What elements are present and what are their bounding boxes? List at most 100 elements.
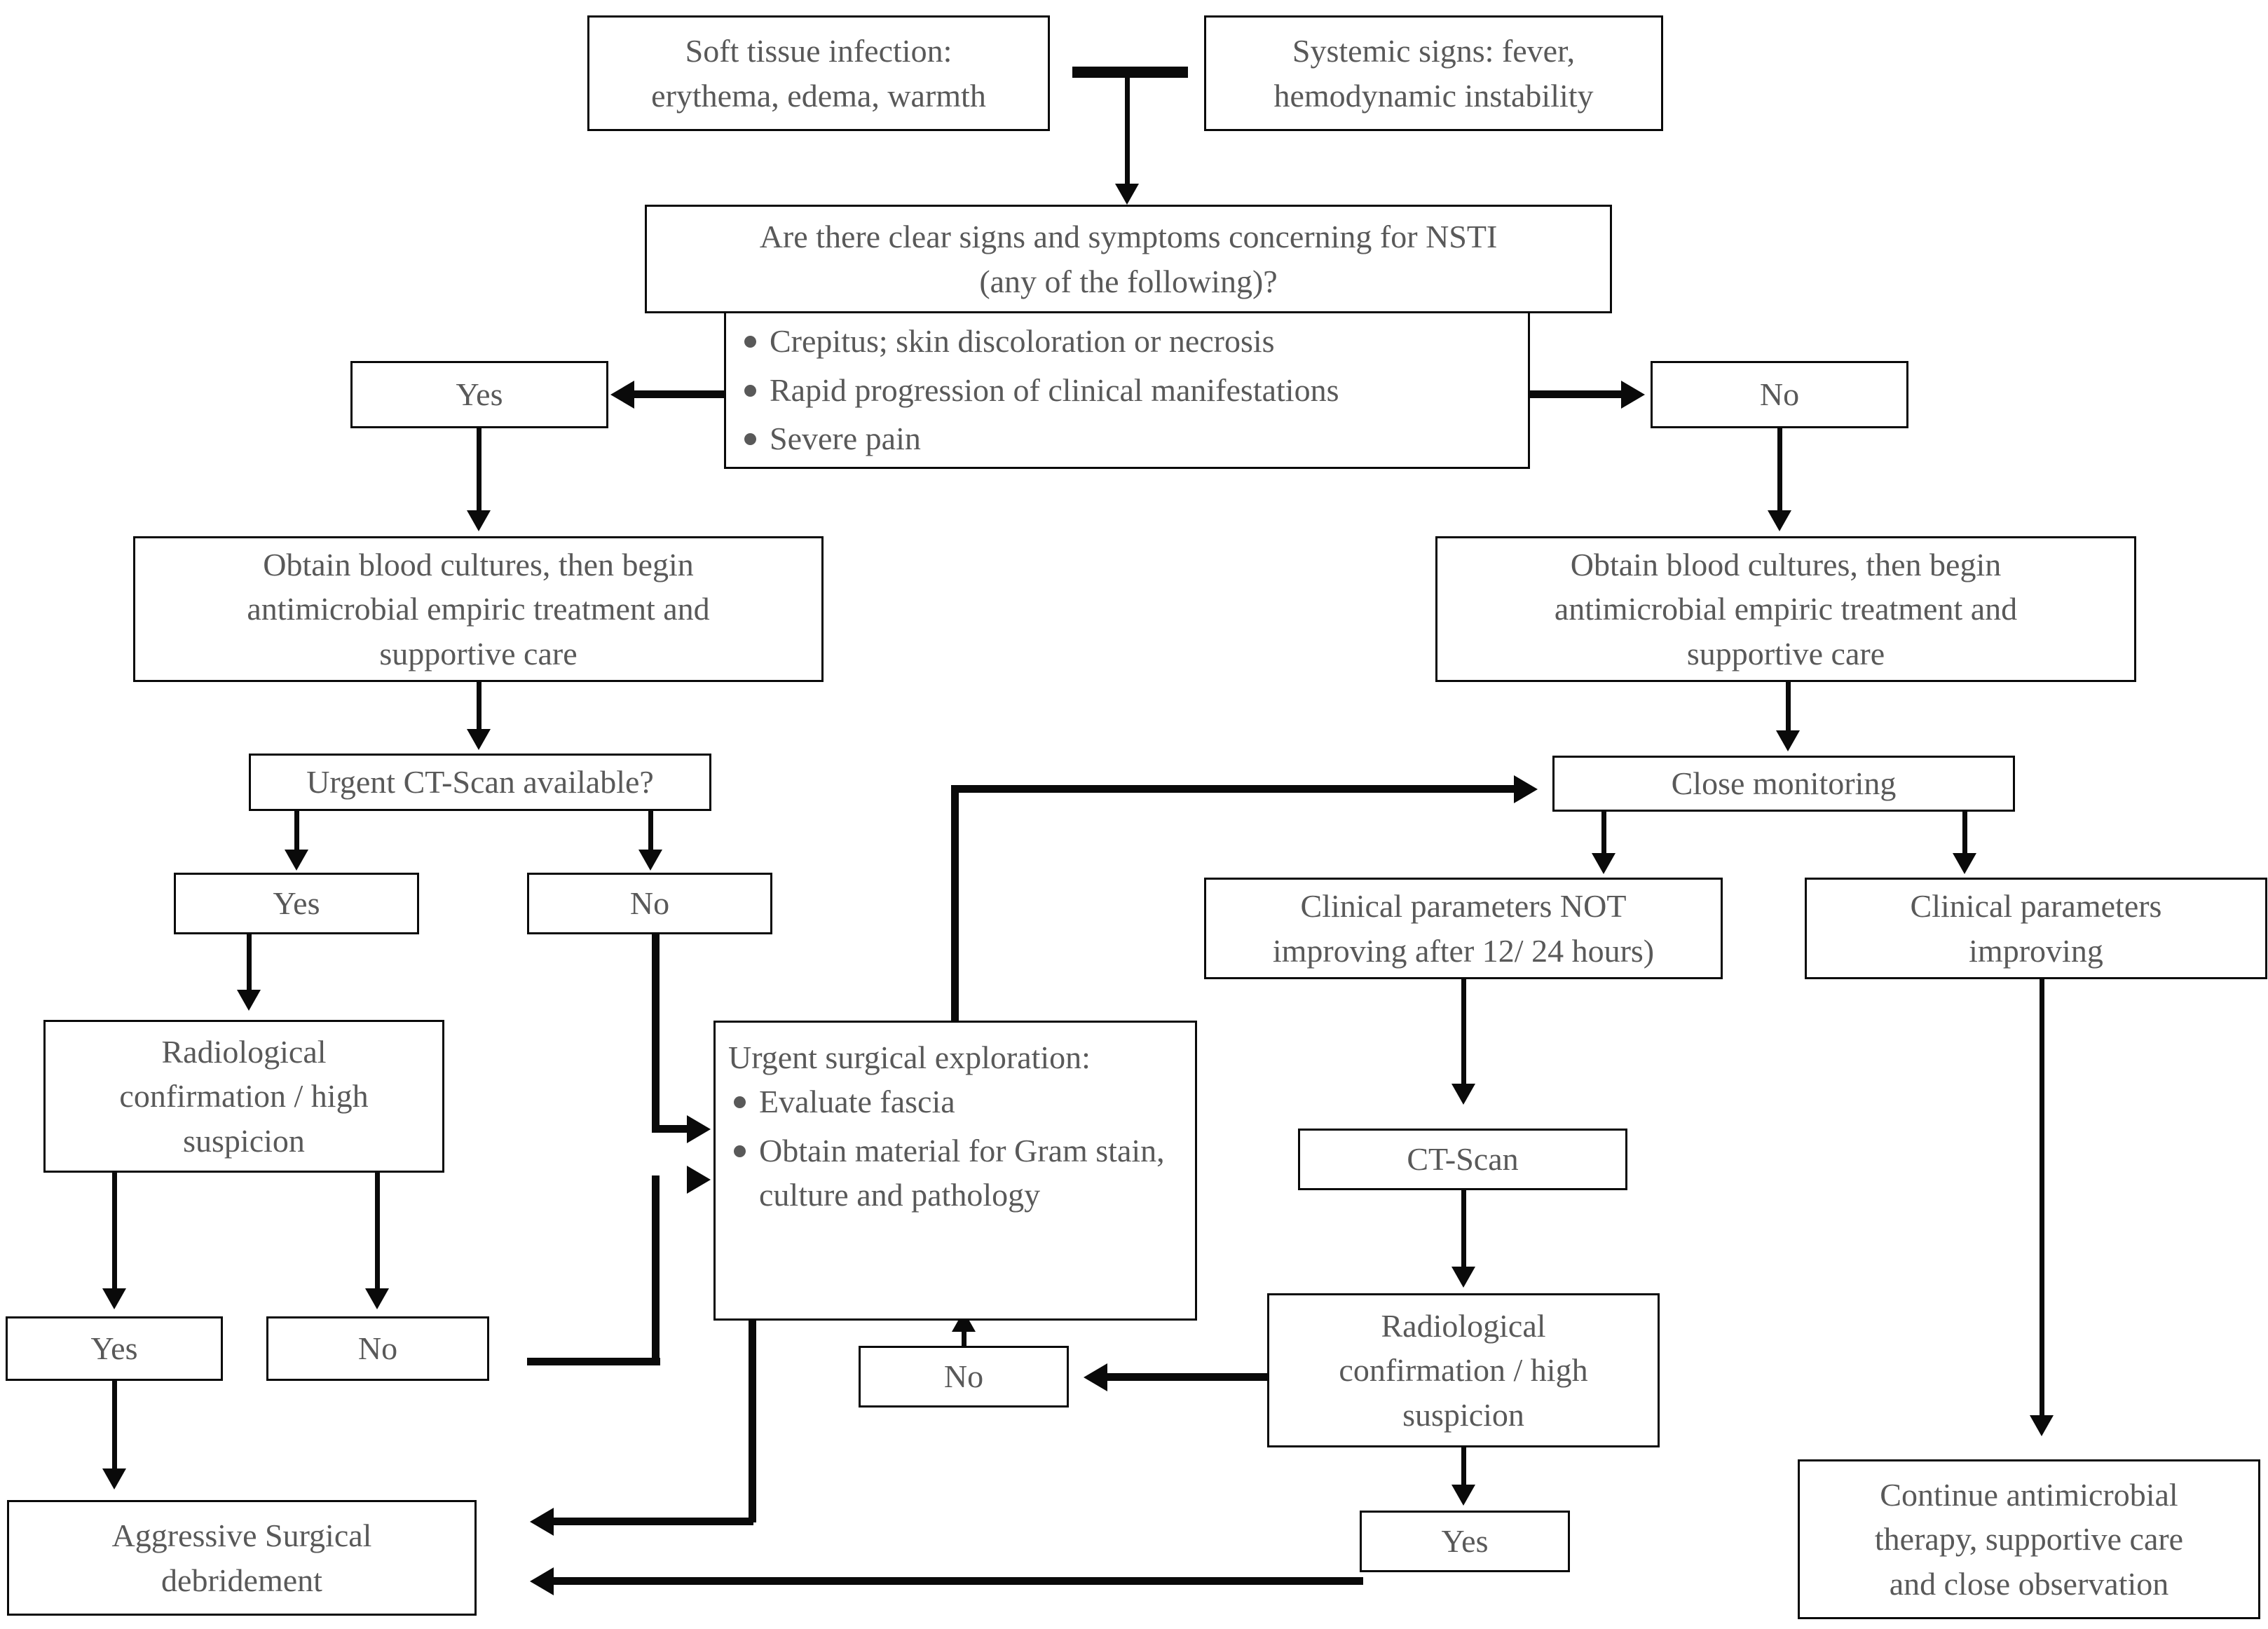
ct-available-label: Urgent CT-Scan available? xyxy=(306,764,654,800)
connector-rad-right-no-up xyxy=(962,1330,966,1351)
arrow-ct-yes-to-radiological xyxy=(237,990,261,1011)
continue-therapy-line-3: and close observation xyxy=(1889,1565,2169,1602)
connector-radiological-left-to-no xyxy=(375,1173,380,1290)
connector-ct-available-to-yes xyxy=(294,811,299,852)
arrow-surgical-to-debridement xyxy=(530,1508,554,1536)
connector-surgical-to-monitoring-up xyxy=(951,785,959,1025)
radiological-left-line-1: Radiological xyxy=(161,1033,327,1070)
node-ct-scan: CT-Scan xyxy=(1298,1129,1627,1190)
node-rad-right-yes: Yes xyxy=(1360,1511,1570,1572)
systemic-signs-line-2: hemodynamic instability xyxy=(1273,77,1594,114)
blood-cultures-left-line-3: supportive care xyxy=(379,635,578,672)
arrow-to-nsti-question xyxy=(1115,184,1139,205)
arrow-radiological-left-to-yes xyxy=(102,1288,126,1309)
connector-ct-available-to-no xyxy=(648,811,653,852)
node-surgical-exploration: Urgent surgical exploration: Evaluate fa… xyxy=(713,1021,1197,1321)
close-monitoring-label: Close monitoring xyxy=(1671,765,1897,802)
node-ct-no: No xyxy=(527,873,772,934)
connector-improving-to-continue-therapy xyxy=(2040,979,2044,1417)
connector-rad-left-no-up xyxy=(652,1175,660,1362)
ct-yes-label: Yes xyxy=(273,885,320,922)
nsti-question-line-1: Are there clear signs and symptoms conce… xyxy=(759,219,1498,255)
arrow-cultures-left-to-ct-available xyxy=(467,729,491,750)
radiological-left-line-2: confirmation / high xyxy=(119,1078,369,1115)
ct-scan-label: CT-Scan xyxy=(1407,1141,1519,1178)
connector-surgical-left xyxy=(554,1518,753,1525)
soft-tissue-line-1: Soft tissue infection: xyxy=(685,33,952,69)
surgical-exploration-item-2: Obtain material for Gram stain, culture … xyxy=(728,1129,1188,1218)
node-debridement: Aggressive Surgical debridement xyxy=(7,1500,477,1616)
nsti-yes-label: Yes xyxy=(456,376,503,413)
node-blood-cultures-left: Obtain blood cultures, then begin antimi… xyxy=(133,536,824,682)
connector-ct-yes-to-radiological xyxy=(247,934,252,992)
radiological-left-line-3: suspicion xyxy=(183,1122,305,1159)
arrow-rad-left-yes-to-debridement xyxy=(102,1468,126,1490)
nsti-criteria-item-3: Severe pain xyxy=(739,416,1521,461)
arrow-cultures-right-to-monitoring xyxy=(1776,730,1800,751)
arrow-radiological-right-to-no xyxy=(1084,1363,1107,1391)
arrow-not-improving-to-ct-scan xyxy=(1451,1084,1475,1105)
soft-tissue-line-2: erythema, edema, warmth xyxy=(651,77,986,114)
node-params-improving: Clinical parameters improving xyxy=(1805,878,2267,979)
node-systemic-signs: Systemic signs: fever, hemodynamic insta… xyxy=(1204,15,1663,131)
arrow-surgical-to-monitoring xyxy=(1514,775,1538,803)
surgical-exploration-title: Urgent surgical exploration: xyxy=(728,1040,1091,1075)
connector-surgical-to-monitoring-right xyxy=(951,785,1515,793)
debridement-line-1: Aggressive Surgical xyxy=(111,1518,372,1554)
node-ct-available: Urgent CT-Scan available? xyxy=(249,754,711,811)
blood-cultures-right-line-3: supportive care xyxy=(1686,635,1885,672)
continue-therapy-line-1: Continue antimicrobial xyxy=(1880,1476,2178,1513)
radiological-right-line-1: Radiological xyxy=(1381,1307,1546,1344)
debridement-line-2: debridement xyxy=(161,1562,322,1598)
arrow-radiological-left-to-no xyxy=(365,1288,389,1309)
arrow-ct-scan-to-radiological-right xyxy=(1451,1267,1475,1288)
connector-cultures-left-to-ct-available xyxy=(477,682,481,731)
node-soft-tissue-infection: Soft tissue infection: erythema, edema, … xyxy=(587,15,1050,131)
arrow-no-to-cultures-right xyxy=(1768,510,1791,531)
connector-radiological-right-to-no xyxy=(1107,1373,1267,1381)
node-blood-cultures-right: Obtain blood cultures, then begin antimi… xyxy=(1435,536,2136,682)
connector-ct-no-right xyxy=(652,1125,690,1133)
blood-cultures-left-line-1: Obtain blood cultures, then begin xyxy=(263,546,694,582)
blood-cultures-right-line-1: Obtain blood cultures, then begin xyxy=(1570,546,2002,582)
node-rad-left-yes: Yes xyxy=(6,1316,223,1381)
connector-monitoring-to-improving xyxy=(1962,812,1967,855)
nsti-criteria-item-2: Rapid progression of clinical manifestat… xyxy=(739,368,1521,412)
connector-top-tbar-horizontal xyxy=(1072,67,1188,78)
node-rad-right-no: No xyxy=(859,1346,1069,1408)
rad-left-yes-label: Yes xyxy=(90,1330,138,1367)
nsti-criteria-list: Crepitus; skin discoloration or necrosis… xyxy=(739,319,1521,461)
connector-criteria-to-no xyxy=(1530,390,1621,398)
connector-cultures-right-to-monitoring xyxy=(1786,682,1791,732)
connector-not-improving-to-ct-scan xyxy=(1461,979,1466,1086)
arrow-rad-left-no-to-surgical xyxy=(687,1166,711,1194)
arrow-ct-no-to-surgical xyxy=(687,1115,711,1143)
arrow-monitoring-to-not-improving xyxy=(1592,853,1615,874)
node-rad-left-no: No xyxy=(266,1316,489,1381)
systemic-signs-line-1: Systemic signs: fever, xyxy=(1292,33,1576,69)
connector-radiological-left-to-yes xyxy=(112,1173,117,1290)
arrow-radiological-right-to-yes xyxy=(1451,1485,1475,1506)
node-radiological-right: Radiological confirmation / high suspici… xyxy=(1267,1293,1660,1447)
surgical-exploration-list: Evaluate fascia Obtain material for Gram… xyxy=(728,1079,1188,1217)
radiological-right-line-2: confirmation / high xyxy=(1339,1352,1588,1389)
connector-surgical-down xyxy=(749,1321,756,1522)
connector-criteria-to-yes xyxy=(634,390,724,398)
connector-ct-no-down xyxy=(652,934,660,1133)
params-improving-line-1: Clinical parameters xyxy=(1910,888,2162,925)
arrow-ct-available-to-no xyxy=(638,850,662,871)
node-nsti-no: No xyxy=(1651,361,1908,428)
connector-yes-to-cultures-left xyxy=(477,428,481,515)
surgical-exploration-item-1: Evaluate fascia xyxy=(728,1079,1188,1124)
connector-radiological-right-to-yes xyxy=(1461,1447,1466,1487)
params-improving-line-2: improving xyxy=(1969,932,2103,969)
continue-therapy-line-2: therapy, supportive care xyxy=(1874,1521,2184,1558)
nsti-no-label: No xyxy=(1759,376,1800,413)
connector-top-tbar-stem xyxy=(1125,70,1130,189)
radiological-right-line-3: suspicion xyxy=(1402,1396,1524,1433)
connector-ct-scan-to-radiological-right xyxy=(1461,1190,1466,1269)
connector-rad-right-yes-to-debridement xyxy=(554,1577,1363,1585)
node-params-not-improving: Clinical parameters NOT improving after … xyxy=(1204,878,1723,979)
node-ct-yes: Yes xyxy=(174,873,419,934)
